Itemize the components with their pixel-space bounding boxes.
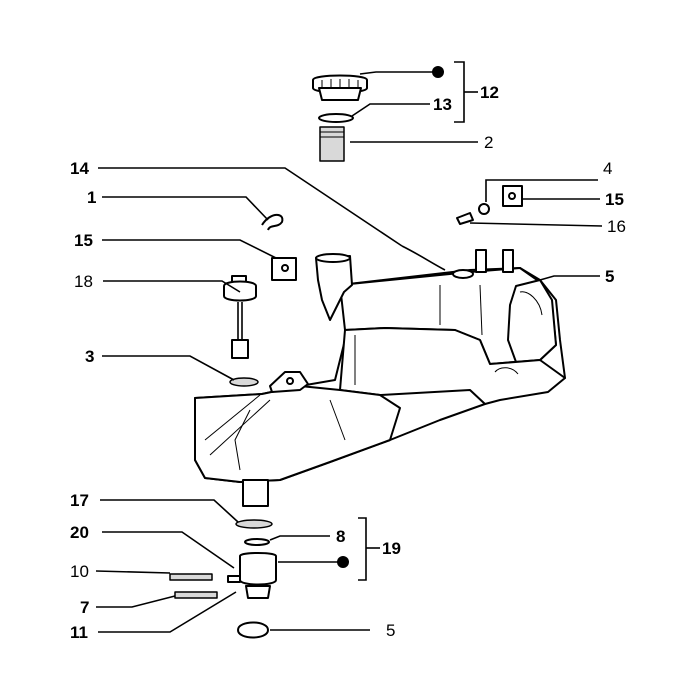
callout-4: 4 <box>603 159 612 178</box>
filter-strip <box>169 573 213 581</box>
callout-17: 17 <box>70 491 89 510</box>
callout-16: 16 <box>607 217 626 236</box>
filler-strainer <box>319 126 345 162</box>
cap-gasket <box>318 113 354 123</box>
callout-20: 20 <box>70 523 89 542</box>
fuel-tap <box>227 552 277 599</box>
callout-15-top: 15 <box>605 190 624 209</box>
fuel-level-sender <box>223 275 257 359</box>
clip-bracket-left <box>271 257 297 281</box>
clip-bracket <box>502 185 523 207</box>
callout-14: 14 <box>70 159 89 178</box>
callout-1: 1 <box>87 188 96 207</box>
callout-18: 18 <box>74 272 93 291</box>
fuel-tank <box>194 245 566 507</box>
filler-cap <box>312 74 368 101</box>
washer <box>478 203 490 215</box>
callout-7: 7 <box>80 598 89 617</box>
callout-2: 2 <box>484 133 493 152</box>
sender-seal <box>229 377 259 387</box>
hose-clip <box>261 213 284 231</box>
leader-lines <box>95 61 603 633</box>
callout-11: 11 <box>70 623 88 642</box>
callout-13: 13 <box>433 95 452 114</box>
callout-10: 10 <box>70 562 89 581</box>
callout-3: 3 <box>85 347 94 366</box>
o-ring <box>244 538 270 546</box>
callout-19: 19 <box>382 539 401 558</box>
callout-8: 8 <box>336 527 345 546</box>
callout-12: 12 <box>480 83 499 102</box>
hose-clamp <box>237 621 269 639</box>
callout-5-top: 5 <box>605 267 614 286</box>
callout-labels: 12 13 2 4 15 16 14 1 15 18 3 5 17 20 8 1… <box>70 83 626 642</box>
valve-seal <box>235 519 273 529</box>
washer-strip <box>174 591 218 599</box>
screw <box>456 212 474 225</box>
callout-15-left: 15 <box>74 231 93 250</box>
callout-5-bottom: 5 <box>386 621 395 640</box>
